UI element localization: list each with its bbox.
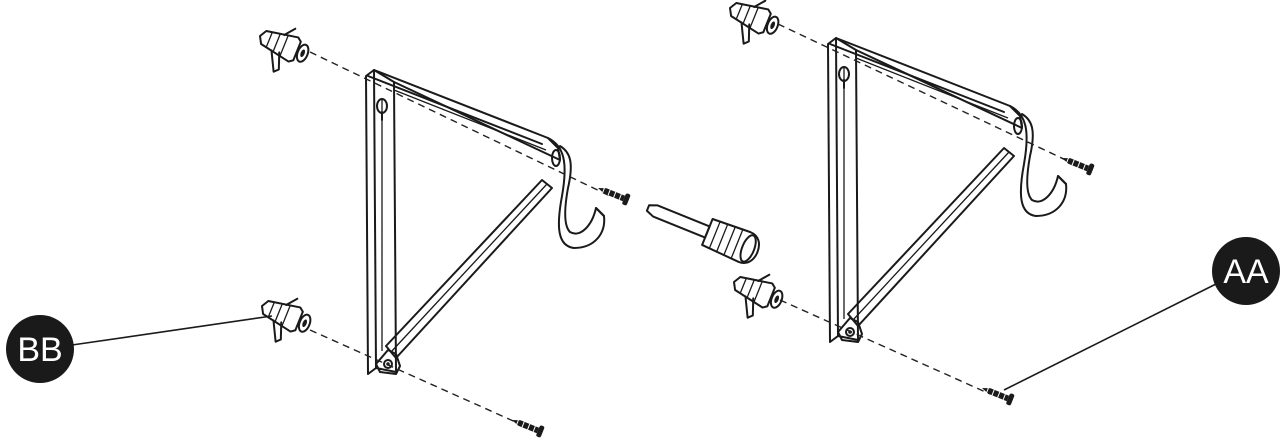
guide-line-bottom-right [779,299,991,395]
callout-bb-leader [71,315,273,346]
screw-top-right [1059,151,1096,177]
callout-bb: BB [6,315,74,383]
callout-bb-label: BB [17,331,62,369]
guide-line-top-left [309,51,611,197]
guide-line-top-right [777,23,1071,163]
wall-anchor-top-left [248,16,316,83]
screwdriver [645,204,760,264]
wall-anchor-top-right [718,0,786,55]
wall-anchor-bottom-right [722,262,790,329]
screw-bottom-left [509,413,546,439]
guide-line-bottom-left [309,329,521,425]
callout-aa-leader [1003,283,1217,391]
callout-aa: AA [1212,237,1280,305]
callout-aa-label: AA [1223,253,1269,291]
bracket-right [827,37,1068,343]
bracket-left [365,69,606,375]
screw-bottom-right [979,381,1016,407]
wall-anchor-bottom-left [250,286,318,353]
screw-top-left [595,181,632,207]
